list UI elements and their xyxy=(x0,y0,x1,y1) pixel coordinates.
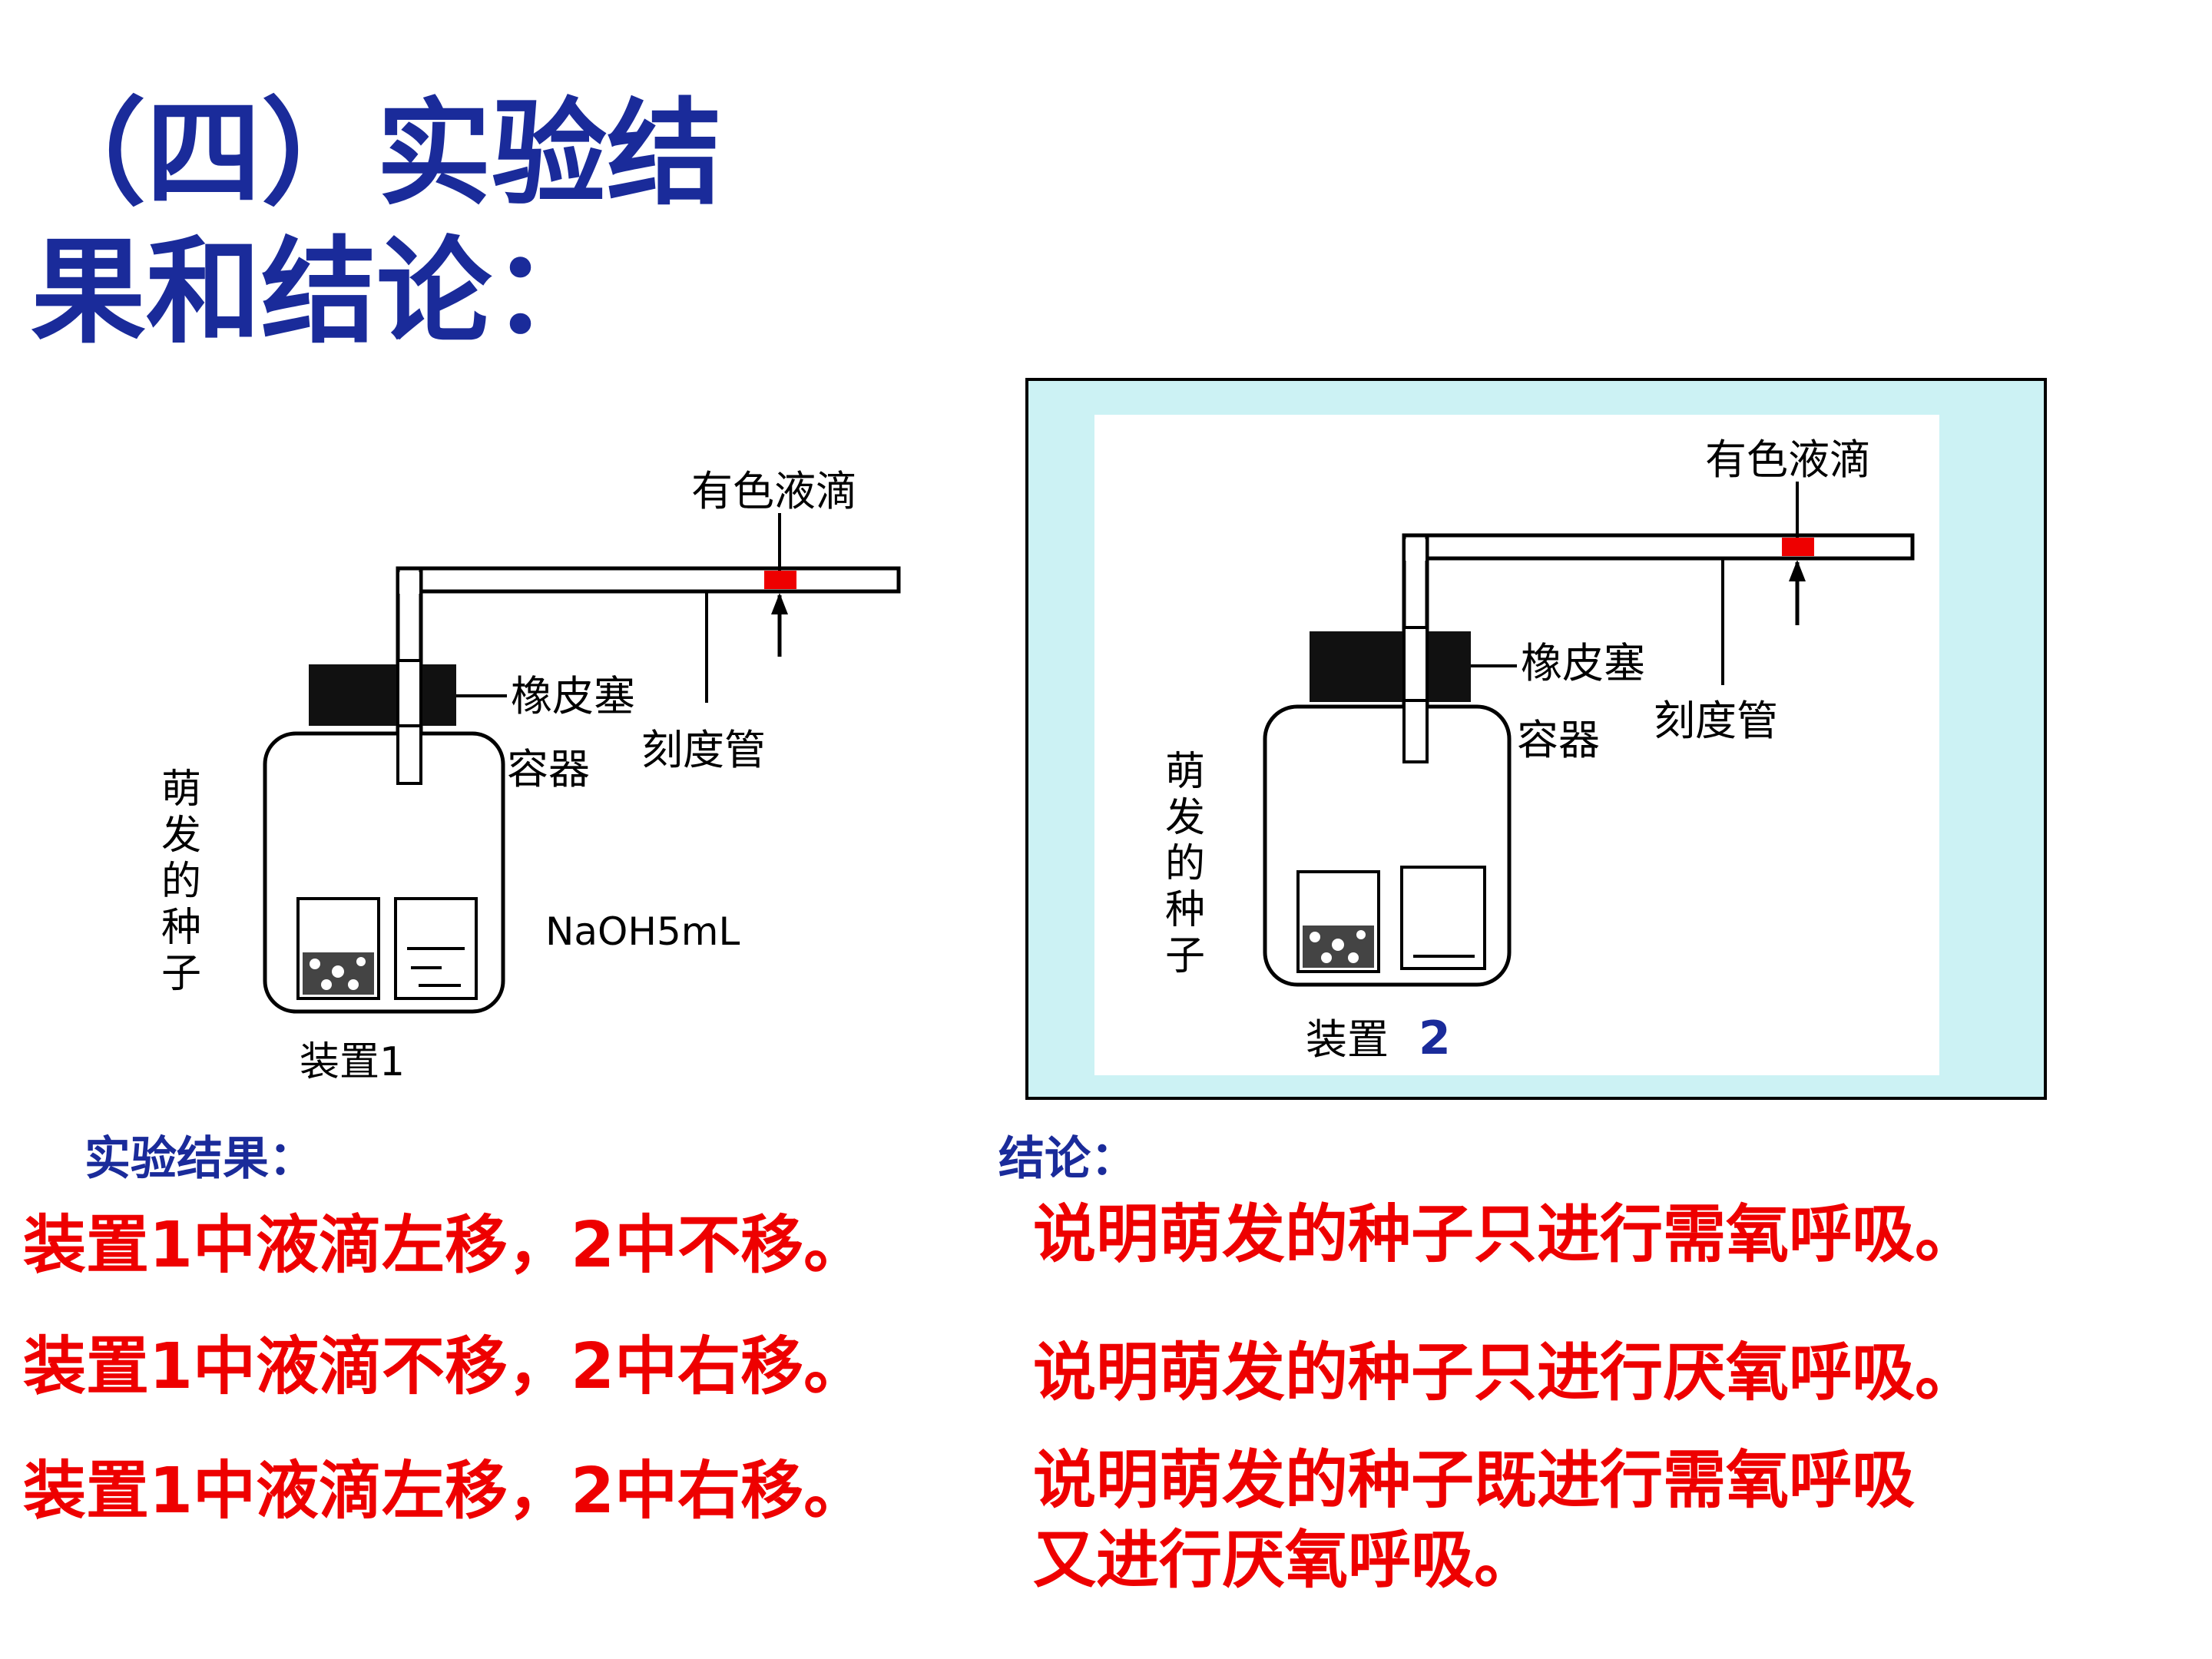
title-line-2: 果和结论： xyxy=(31,224,608,359)
device-number-2: 2 xyxy=(1419,1012,1451,1065)
stopper-label-2: 橡皮塞 xyxy=(1521,639,1645,687)
droplet-label-1: 有色液滴 xyxy=(691,467,857,515)
colored-droplet-2 xyxy=(1782,538,1814,556)
svg-text:萌: 萌 xyxy=(1165,749,1205,795)
seeds-label-2: 萌 发 的 种 子 xyxy=(1165,749,1205,979)
conclusion-header: 结论： xyxy=(998,1132,1137,1186)
graduated-tube-1 xyxy=(396,566,901,594)
svg-text:的: 的 xyxy=(1165,841,1205,887)
conclusion-row-3-line-1: 说明萌发的种子既进行需氧呼吸 xyxy=(1033,1443,1916,1517)
droplet-label-2: 有色液滴 xyxy=(1705,435,1871,484)
device-label-1: 装置1 xyxy=(300,1039,405,1085)
container-label-2: 容器 xyxy=(1517,716,1600,764)
result-row-1: 装置1中液滴左移，2中不移。 xyxy=(23,1209,867,1282)
apparatus-2-diagram: 有色液滴 橡皮塞 刻度管 容器 萌 发 的 种 子 装置 2 xyxy=(1025,378,2047,1100)
conclusion-row-1: 说明萌发的种子只进行需氧呼吸。 xyxy=(1033,1197,1979,1271)
water-beaker xyxy=(1400,866,1486,970)
page-title: （四）实验结 果和结论： xyxy=(31,84,722,361)
svg-text:萌: 萌 xyxy=(161,767,201,813)
device-label-2: 装置 xyxy=(1306,1015,1389,1064)
svg-text:发: 发 xyxy=(161,813,201,859)
solution-label: NaOH5mL xyxy=(545,909,740,954)
svg-text:子: 子 xyxy=(161,951,201,997)
conclusion-row-3: 说明萌发的种子既进行需氧呼吸 又进行厌氧呼吸。 xyxy=(1033,1440,1915,1600)
svg-text:种: 种 xyxy=(161,905,201,951)
result-row-3: 装置1中液滴左移，2中右移。 xyxy=(23,1455,867,1528)
tube-label-1: 刻度管 xyxy=(641,726,766,774)
title-line-1: （四）实验结 xyxy=(31,86,723,221)
colored-droplet-1 xyxy=(764,571,796,589)
container-label-1: 容器 xyxy=(507,745,590,793)
svg-text:子: 子 xyxy=(1165,933,1205,979)
conclusion-row-2: 说明萌发的种子只进行厌氧呼吸。 xyxy=(1033,1336,1979,1409)
conclusion-row-3-line-2: 又进行厌氧呼吸。 xyxy=(1033,1523,1538,1597)
result-row-2: 装置1中液滴不移，2中右移。 xyxy=(23,1330,867,1403)
svg-text:种: 种 xyxy=(1165,887,1205,933)
stopper-label-1: 橡皮塞 xyxy=(511,672,635,720)
results-header: 实验结果： xyxy=(84,1132,315,1186)
rubber-stopper-1 xyxy=(309,664,456,726)
svg-text:的: 的 xyxy=(161,859,201,905)
graduated-tube-2 xyxy=(1402,533,1915,561)
tube-label-2: 刻度管 xyxy=(1654,697,1778,745)
svg-text:发: 发 xyxy=(1165,795,1205,841)
rubber-stopper-2 xyxy=(1310,631,1471,702)
seeds-label-1: 萌 发 的 种 子 xyxy=(161,767,201,997)
